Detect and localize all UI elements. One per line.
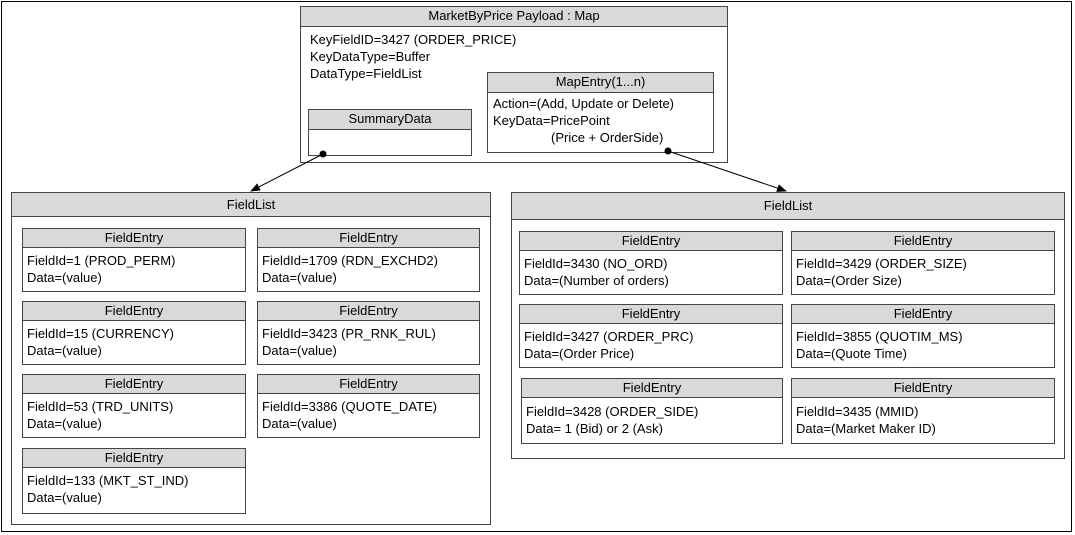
field-id: FieldId=3430 (NO_ORD) [524, 256, 668, 271]
field-entry-header: FieldEntry [23, 449, 245, 468]
map-entry-action: Action=(Add, Update or Delete) [493, 96, 675, 111]
field-entry-body: FieldId=133 (MKT_ST_IND) Data=(value) [23, 468, 245, 510]
field-entry-header: FieldEntry [258, 229, 479, 248]
field-id: FieldId=3386 (QUOTE_DATE) [262, 399, 437, 414]
field-entry-header: FieldEntry [23, 229, 245, 248]
right-field-entry: FieldEntry FieldId=3430 (NO_ORD) Data=(N… [519, 231, 783, 295]
field-data: Data=(Market Maker ID) [796, 421, 936, 436]
field-entry-body: FieldId=3855 (QUOTIM_MS) Data=(Quote Tim… [792, 324, 1054, 366]
field-entry-body: FieldId=1 (PROD_PERM) Data=(value) [23, 248, 245, 290]
field-data: Data= 1 (Bid) or 2 (Ask) [526, 421, 663, 436]
left-field-entry: FieldEntry FieldId=1709 (RDN_EXCHD2) Dat… [257, 228, 480, 292]
left-field-entry: FieldEntry FieldId=3423 (PR_RNK_RUL) Dat… [257, 301, 480, 365]
field-entry-body: FieldId=3428 (ORDER_SIDE) Data= 1 (Bid) … [522, 398, 782, 441]
field-entry-header: FieldEntry [792, 232, 1054, 251]
field-entry-header: FieldEntry [520, 232, 782, 251]
field-id: FieldId=53 (TRD_UNITS) [27, 399, 174, 414]
field-data: Data=(value) [27, 416, 102, 431]
field-data: Data=(Order Size) [796, 273, 902, 288]
field-entry-body: FieldId=3423 (PR_RNK_RUL) Data=(value) [258, 321, 479, 363]
field-id: FieldId=3427 (ORDER_PRC) [524, 329, 694, 344]
field-data: Data=(value) [262, 416, 337, 431]
field-entry-header: FieldEntry [792, 379, 1054, 398]
field-id: FieldId=1 (PROD_PERM) [27, 253, 176, 268]
right-field-entry: FieldEntry FieldId=3855 (QUOTIM_MS) Data… [791, 304, 1055, 368]
field-data: Data=(value) [27, 343, 102, 358]
field-id: FieldId=3435 (MMID) [796, 404, 919, 419]
field-entry-header: FieldEntry [520, 305, 782, 324]
field-data: Data=(Number of orders) [524, 273, 669, 288]
right-field-entry: FieldEntry FieldId=3429 (ORDER_SIZE) Dat… [791, 231, 1055, 295]
field-entry-header: FieldEntry [258, 302, 479, 321]
field-entry-header: FieldEntry [522, 379, 782, 398]
field-entry-header: FieldEntry [258, 375, 479, 394]
summary-data-title: SummaryData [309, 110, 471, 130]
map-entry-key-detail: (Price + OrderSide) [551, 130, 664, 145]
left-field-entry: FieldEntry FieldId=53 (TRD_UNITS) Data=(… [22, 374, 246, 438]
field-data: Data=(value) [262, 270, 337, 285]
summary-data-box: SummaryData [308, 109, 472, 156]
field-entry-body: FieldId=3427 (ORDER_PRC) Data=(Order Pri… [520, 324, 782, 366]
field-id: FieldId=3423 (PR_RNK_RUL) [262, 326, 436, 341]
left-field-entry: FieldEntry FieldId=3386 (QUOTE_DATE) Dat… [257, 374, 480, 438]
right-field-entry: FieldEntry FieldId=3435 (MMID) Data=(Mar… [791, 378, 1055, 444]
field-entry-header: FieldEntry [792, 305, 1054, 324]
left-field-entry: FieldEntry FieldId=1 (PROD_PERM) Data=(v… [22, 228, 246, 292]
field-data: Data=(Quote Time) [796, 346, 907, 361]
field-data: Data=(Order Price) [524, 346, 635, 361]
left-field-entry: FieldEntry FieldId=15 (CURRENCY) Data=(v… [22, 301, 246, 365]
right-field-entry: FieldEntry FieldId=3428 (ORDER_SIDE) Dat… [521, 378, 783, 444]
left-fieldlist-title: FieldList [12, 193, 490, 217]
right-fieldlist-title: FieldList [512, 193, 1064, 220]
field-data: Data=(value) [27, 490, 102, 505]
field-entry-body: FieldId=3430 (NO_ORD) Data=(Number of or… [520, 251, 782, 293]
map-entry-properties: Action=(Add, Update or Delete) KeyData=P… [488, 93, 713, 149]
map-entry-key-data: KeyData=PricePoint [493, 113, 610, 128]
field-entry-body: FieldId=1709 (RDN_EXCHD2) Data=(value) [258, 248, 479, 290]
map-properties: KeyFieldID=3427 (ORDER_PRICE) KeyDataTyp… [301, 27, 727, 85]
key-data-type: KeyDataType=Buffer [310, 49, 431, 64]
field-id: FieldId=15 (CURRENCY) [27, 326, 175, 341]
field-id: FieldId=3429 (ORDER_SIZE) [796, 256, 967, 271]
field-entry-body: FieldId=15 (CURRENCY) Data=(value) [23, 321, 245, 363]
field-id: FieldId=3428 (ORDER_SIDE) [526, 404, 699, 419]
map-entry-box: MapEntry(1...n) Action=(Add, Update or D… [487, 72, 714, 153]
right-field-entry: FieldEntry FieldId=3427 (ORDER_PRC) Data… [519, 304, 783, 368]
key-field-id: KeyFieldID=3427 (ORDER_PRICE) [310, 32, 517, 47]
field-entry-body: FieldId=3429 (ORDER_SIZE) Data=(Order Si… [792, 251, 1054, 293]
field-entry-body: FieldId=3386 (QUOTE_DATE) Data=(value) [258, 394, 479, 436]
field-data: Data=(value) [262, 343, 337, 358]
field-data: Data=(value) [27, 270, 102, 285]
left-field-entry: FieldEntry FieldId=133 (MKT_ST_IND) Data… [22, 448, 246, 514]
field-entry-header: FieldEntry [23, 375, 245, 394]
field-entry-body: FieldId=53 (TRD_UNITS) Data=(value) [23, 394, 245, 436]
field-id: FieldId=1709 (RDN_EXCHD2) [262, 253, 438, 268]
data-type: DataType=FieldList [310, 66, 422, 81]
field-id: FieldId=133 (MKT_ST_IND) [27, 473, 189, 488]
map-title: MarketByPrice Payload : Map [301, 7, 727, 27]
field-entry-body: FieldId=3435 (MMID) Data=(Market Maker I… [792, 398, 1054, 441]
field-entry-header: FieldEntry [23, 302, 245, 321]
field-id: FieldId=3855 (QUOTIM_MS) [796, 329, 963, 344]
map-entry-title: MapEntry(1...n) [488, 73, 713, 93]
